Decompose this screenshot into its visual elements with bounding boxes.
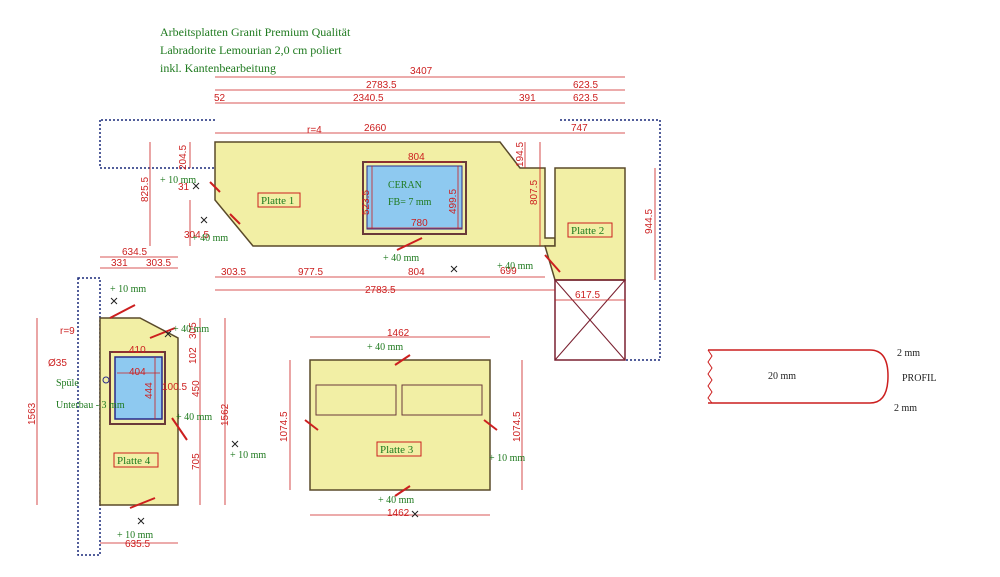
edge-note-plus40-e: + 40 mm: [176, 412, 212, 423]
plate-4-label-box: [113, 452, 159, 468]
dim-617: 617.5: [575, 290, 600, 301]
dim-1562: 1562: [220, 403, 231, 426]
dim-2660: 2660: [364, 123, 387, 134]
dim-100: 100.5: [162, 382, 187, 393]
dim-1074-left: 1074.5: [279, 411, 290, 442]
dim-304-left: 304.5: [184, 230, 209, 241]
edge-note-plus40-f: + 40 mm: [367, 342, 403, 353]
dimension-lines: [36, 76, 656, 544]
dim-623-second: 623.5: [573, 93, 598, 104]
dim-804-bottom: 804: [408, 267, 425, 278]
header-line-material: Arbeitsplatten Granit Premium Qualität: [160, 25, 351, 39]
dim-2783-top: 2783.5: [366, 80, 397, 91]
dim-303-p4: 303.5: [146, 258, 171, 269]
header-line-edges: inkl. Kantenbearbeitung: [160, 61, 276, 75]
dim-1462-top: 1462: [387, 328, 410, 339]
dim-331: 331: [111, 258, 128, 269]
dim-523: 523.5: [361, 190, 372, 215]
dim-410: 410: [129, 345, 146, 356]
dim-804-cooktop: 804: [408, 152, 425, 163]
wall-outline: [77, 119, 661, 556]
edge-note-plus40-a: + 40 mm: [192, 233, 228, 244]
dim-303-bottom: 303.5: [221, 267, 246, 278]
header-line-stone: Labradorite Lemourian 2,0 cm poliert: [160, 43, 342, 57]
edge-note-plus40-b: + 40 mm: [383, 253, 419, 264]
appliance-box: [554, 279, 626, 361]
plate-1-label: Platte 1: [261, 195, 294, 207]
dim-1462-bottom: 1462: [387, 508, 410, 519]
sink-mount-label: Unterbau - 3 mm: [56, 400, 125, 411]
profile-label: PROFIL: [902, 373, 936, 384]
plate-4-label: Platte 4: [117, 455, 151, 467]
edge-note-plus10-e: + 10 mm: [489, 453, 525, 464]
edge-note-plus10-b: + 10 mm: [110, 284, 146, 295]
sink-cutout: [102, 351, 166, 425]
dim-705: 705: [191, 453, 202, 470]
profile-top-chamfer: 2 mm: [897, 348, 920, 359]
dim-52: 52: [214, 93, 226, 104]
dim-31: 31: [178, 182, 190, 193]
dim-634: 634.5: [122, 247, 147, 258]
dim-977: 977.5: [298, 267, 323, 278]
edge-note-plus10-c: + 10 mm: [230, 450, 266, 461]
edge-note-plus40-c: + 40 mm: [497, 261, 533, 272]
plate-2-slab: [543, 167, 626, 281]
radius-cooktop: r=4: [307, 125, 322, 136]
plate-3-label: Platte 3: [380, 444, 414, 456]
dim-3407: 3407: [410, 66, 433, 77]
dim-450: 450: [191, 380, 202, 397]
plate-1-label-box: [257, 192, 301, 208]
radius-sink: r=9: [60, 326, 75, 337]
dim-1563: 1563: [27, 402, 38, 425]
dim-944: 944.5: [644, 209, 655, 234]
edge-marks: [109, 181, 561, 509]
profile-thickness: 20 mm: [768, 371, 796, 382]
edge-profile-sketch: [707, 349, 889, 404]
dim-747: 747: [571, 123, 588, 134]
dim-825: 825.5: [140, 177, 151, 202]
cooktop-label: CERAN: [388, 180, 422, 191]
edge-note-plus40-d: + 40 mm: [173, 324, 209, 335]
sink-label: Spüle: [56, 378, 79, 389]
dim-1074-right: 1074.5: [512, 411, 523, 442]
plate-3: [309, 359, 491, 491]
plate-3-label-box: [376, 441, 422, 457]
dim-699: 699: [500, 266, 517, 277]
dim-635: 635.5: [125, 539, 150, 550]
plate-2-label: Platte 2: [571, 225, 604, 237]
dim-204: 204.5: [178, 145, 189, 170]
dim-499: 499.5: [448, 189, 459, 214]
dim-305: 305: [188, 322, 199, 339]
dim-102: 102: [188, 347, 199, 364]
cross-markers: [110, 182, 458, 525]
dim-444: 444: [144, 382, 155, 399]
tap-hole-diameter: Ø35: [48, 358, 67, 369]
cooktop-cutout: [362, 161, 467, 235]
dim-391: 391: [519, 93, 536, 104]
dim-780: 780: [411, 218, 428, 229]
cooktop-fb-label: FB= 7 mm: [388, 197, 432, 208]
profile-bottom-chamfer: 2 mm: [894, 403, 917, 414]
edge-note-plus10-a: + 10 mm: [160, 175, 196, 186]
dim-194: 194.5: [515, 142, 526, 167]
dim-404: 404: [129, 367, 146, 378]
edge-note-plus10-d: + 10 mm: [117, 530, 153, 541]
edge-note-plus40-g: + 40 mm: [378, 495, 414, 506]
plate-2-label-box: [567, 222, 613, 238]
dim-2340: 2340.5: [353, 93, 384, 104]
dim-2783-bottom: 2783.5: [365, 285, 396, 296]
dim-807: 807.5: [529, 180, 540, 205]
dim-623-top: 623.5: [573, 80, 598, 91]
